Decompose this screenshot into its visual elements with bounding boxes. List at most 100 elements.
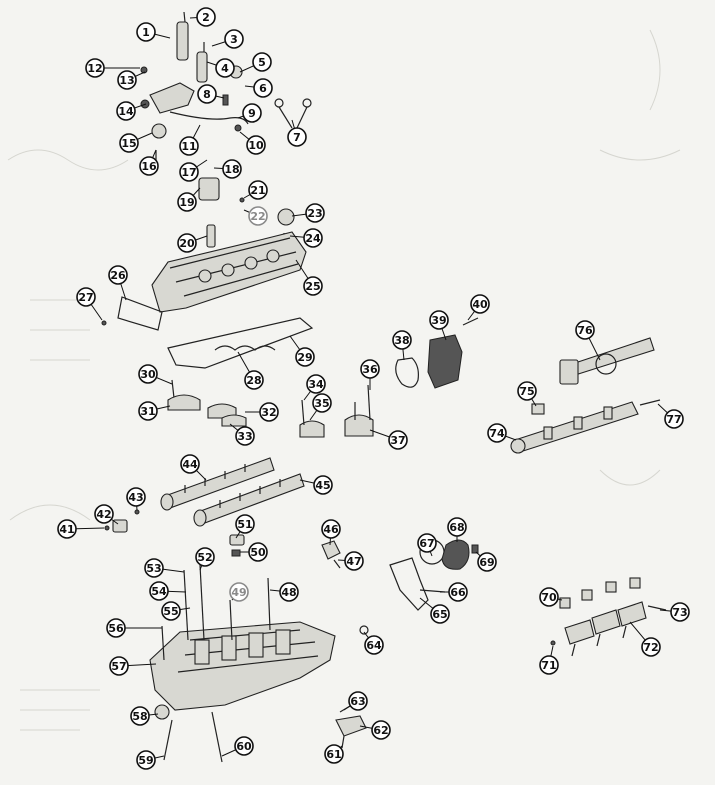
callout-circle <box>517 381 537 401</box>
rear-cover-parts <box>395 317 479 389</box>
callout-number: 48 <box>281 586 296 599</box>
callout-50: 50 <box>248 542 268 562</box>
callout-5: 5 <box>252 52 272 72</box>
callout-31: 31 <box>138 401 158 421</box>
callout-number: 74 <box>489 427 505 440</box>
callout-number: 31 <box>140 405 155 418</box>
callout-14: 14 <box>116 101 136 121</box>
callout-number: 38 <box>394 334 409 347</box>
callout-circle <box>246 135 266 155</box>
callout-10: 10 <box>246 135 266 155</box>
callout-circle <box>108 265 128 285</box>
callout-1: 1 <box>136 22 156 42</box>
callout-number: 73 <box>672 606 687 619</box>
callout-circle <box>126 487 146 507</box>
background-ghost-print <box>7 29 681 731</box>
callout-number: 3 <box>230 33 238 46</box>
callout-circle <box>130 706 150 726</box>
callout-circle <box>234 736 254 756</box>
callout-17: 17 <box>179 162 199 182</box>
callout-34: 34 <box>306 374 326 394</box>
callout-circle <box>303 276 323 296</box>
valve-cover <box>101 231 307 331</box>
callout-number: 61 <box>326 748 341 761</box>
callout-number: 8 <box>203 88 211 101</box>
callout-27: 27 <box>76 287 96 307</box>
callout-68: 68 <box>447 517 467 537</box>
callout-62: 62 <box>371 720 391 740</box>
callout-63: 63 <box>348 691 368 711</box>
callout-circle <box>417 533 437 553</box>
callout-circle <box>109 656 129 676</box>
callout-72: 72 <box>641 637 661 657</box>
callout-number: 49 <box>231 586 246 599</box>
callout-circle <box>248 206 268 226</box>
callout-circle <box>136 750 156 770</box>
callout-number: 10 <box>248 139 264 152</box>
callout-number: 30 <box>140 368 156 381</box>
callout-circle <box>149 581 169 601</box>
callout-circle <box>180 454 200 474</box>
callout-circle <box>252 52 272 72</box>
callout-67: 67 <box>417 533 437 553</box>
callout-number: 52 <box>197 551 212 564</box>
callout-number: 64 <box>366 639 382 652</box>
callout-16: 16 <box>139 156 159 176</box>
callout-number: 55 <box>163 605 178 618</box>
callout-number: 76 <box>577 324 593 337</box>
callout-28: 28 <box>244 370 264 390</box>
callout-29: 29 <box>295 347 315 367</box>
callout-circle <box>641 637 661 657</box>
fuel-rail-assembly <box>510 337 661 454</box>
callout-circle <box>196 7 216 27</box>
callout-number: 40 <box>472 298 488 311</box>
callout-number: 33 <box>237 430 252 443</box>
callout-55: 55 <box>161 601 181 621</box>
callout-number: 56 <box>108 622 124 635</box>
callout-number: 39 <box>431 314 446 327</box>
callout-33: 33 <box>235 426 255 446</box>
callout-6: 6 <box>253 78 273 98</box>
callout-43: 43 <box>126 487 146 507</box>
callout-circle <box>388 430 408 450</box>
callout-number: 28 <box>246 374 261 387</box>
callout-number: 15 <box>121 137 136 150</box>
callout-44: 44 <box>180 454 200 474</box>
callout-69: 69 <box>477 552 497 572</box>
callout-number: 66 <box>450 586 466 599</box>
callout-circle <box>477 552 497 572</box>
callout-circle <box>177 192 197 212</box>
callout-circle <box>470 294 490 314</box>
callout-circle <box>244 370 264 390</box>
callout-circle <box>106 618 126 638</box>
callout-circle <box>313 475 333 495</box>
camshafts <box>160 457 305 527</box>
callout-15: 15 <box>119 133 139 153</box>
camshaft-caps <box>167 379 374 438</box>
callout-number: 9 <box>248 107 256 120</box>
callout-circle <box>224 29 244 49</box>
callout-41: 41 <box>57 519 77 539</box>
callout-64: 64 <box>364 635 384 655</box>
callout-number: 63 <box>350 695 365 708</box>
callout-74: 74 <box>487 423 507 443</box>
callout-circle <box>539 587 559 607</box>
callout-circle <box>279 582 299 602</box>
callout-45: 45 <box>313 475 333 495</box>
water-pump-parts <box>389 539 479 611</box>
callout-number: 53 <box>146 562 161 575</box>
callout-number: 27 <box>78 291 93 304</box>
callout-19: 19 <box>177 192 197 212</box>
callout-51: 51 <box>235 514 255 534</box>
callout-number: 26 <box>110 269 126 282</box>
callout-circle <box>119 133 139 153</box>
callout-circle <box>248 542 268 562</box>
callout-number: 34 <box>308 378 324 391</box>
callout-number: 13 <box>119 74 134 87</box>
callout-number: 71 <box>541 659 556 672</box>
callout-number: 19 <box>179 196 194 209</box>
callout-number: 57 <box>111 660 126 673</box>
callout-number: 51 <box>237 518 252 531</box>
